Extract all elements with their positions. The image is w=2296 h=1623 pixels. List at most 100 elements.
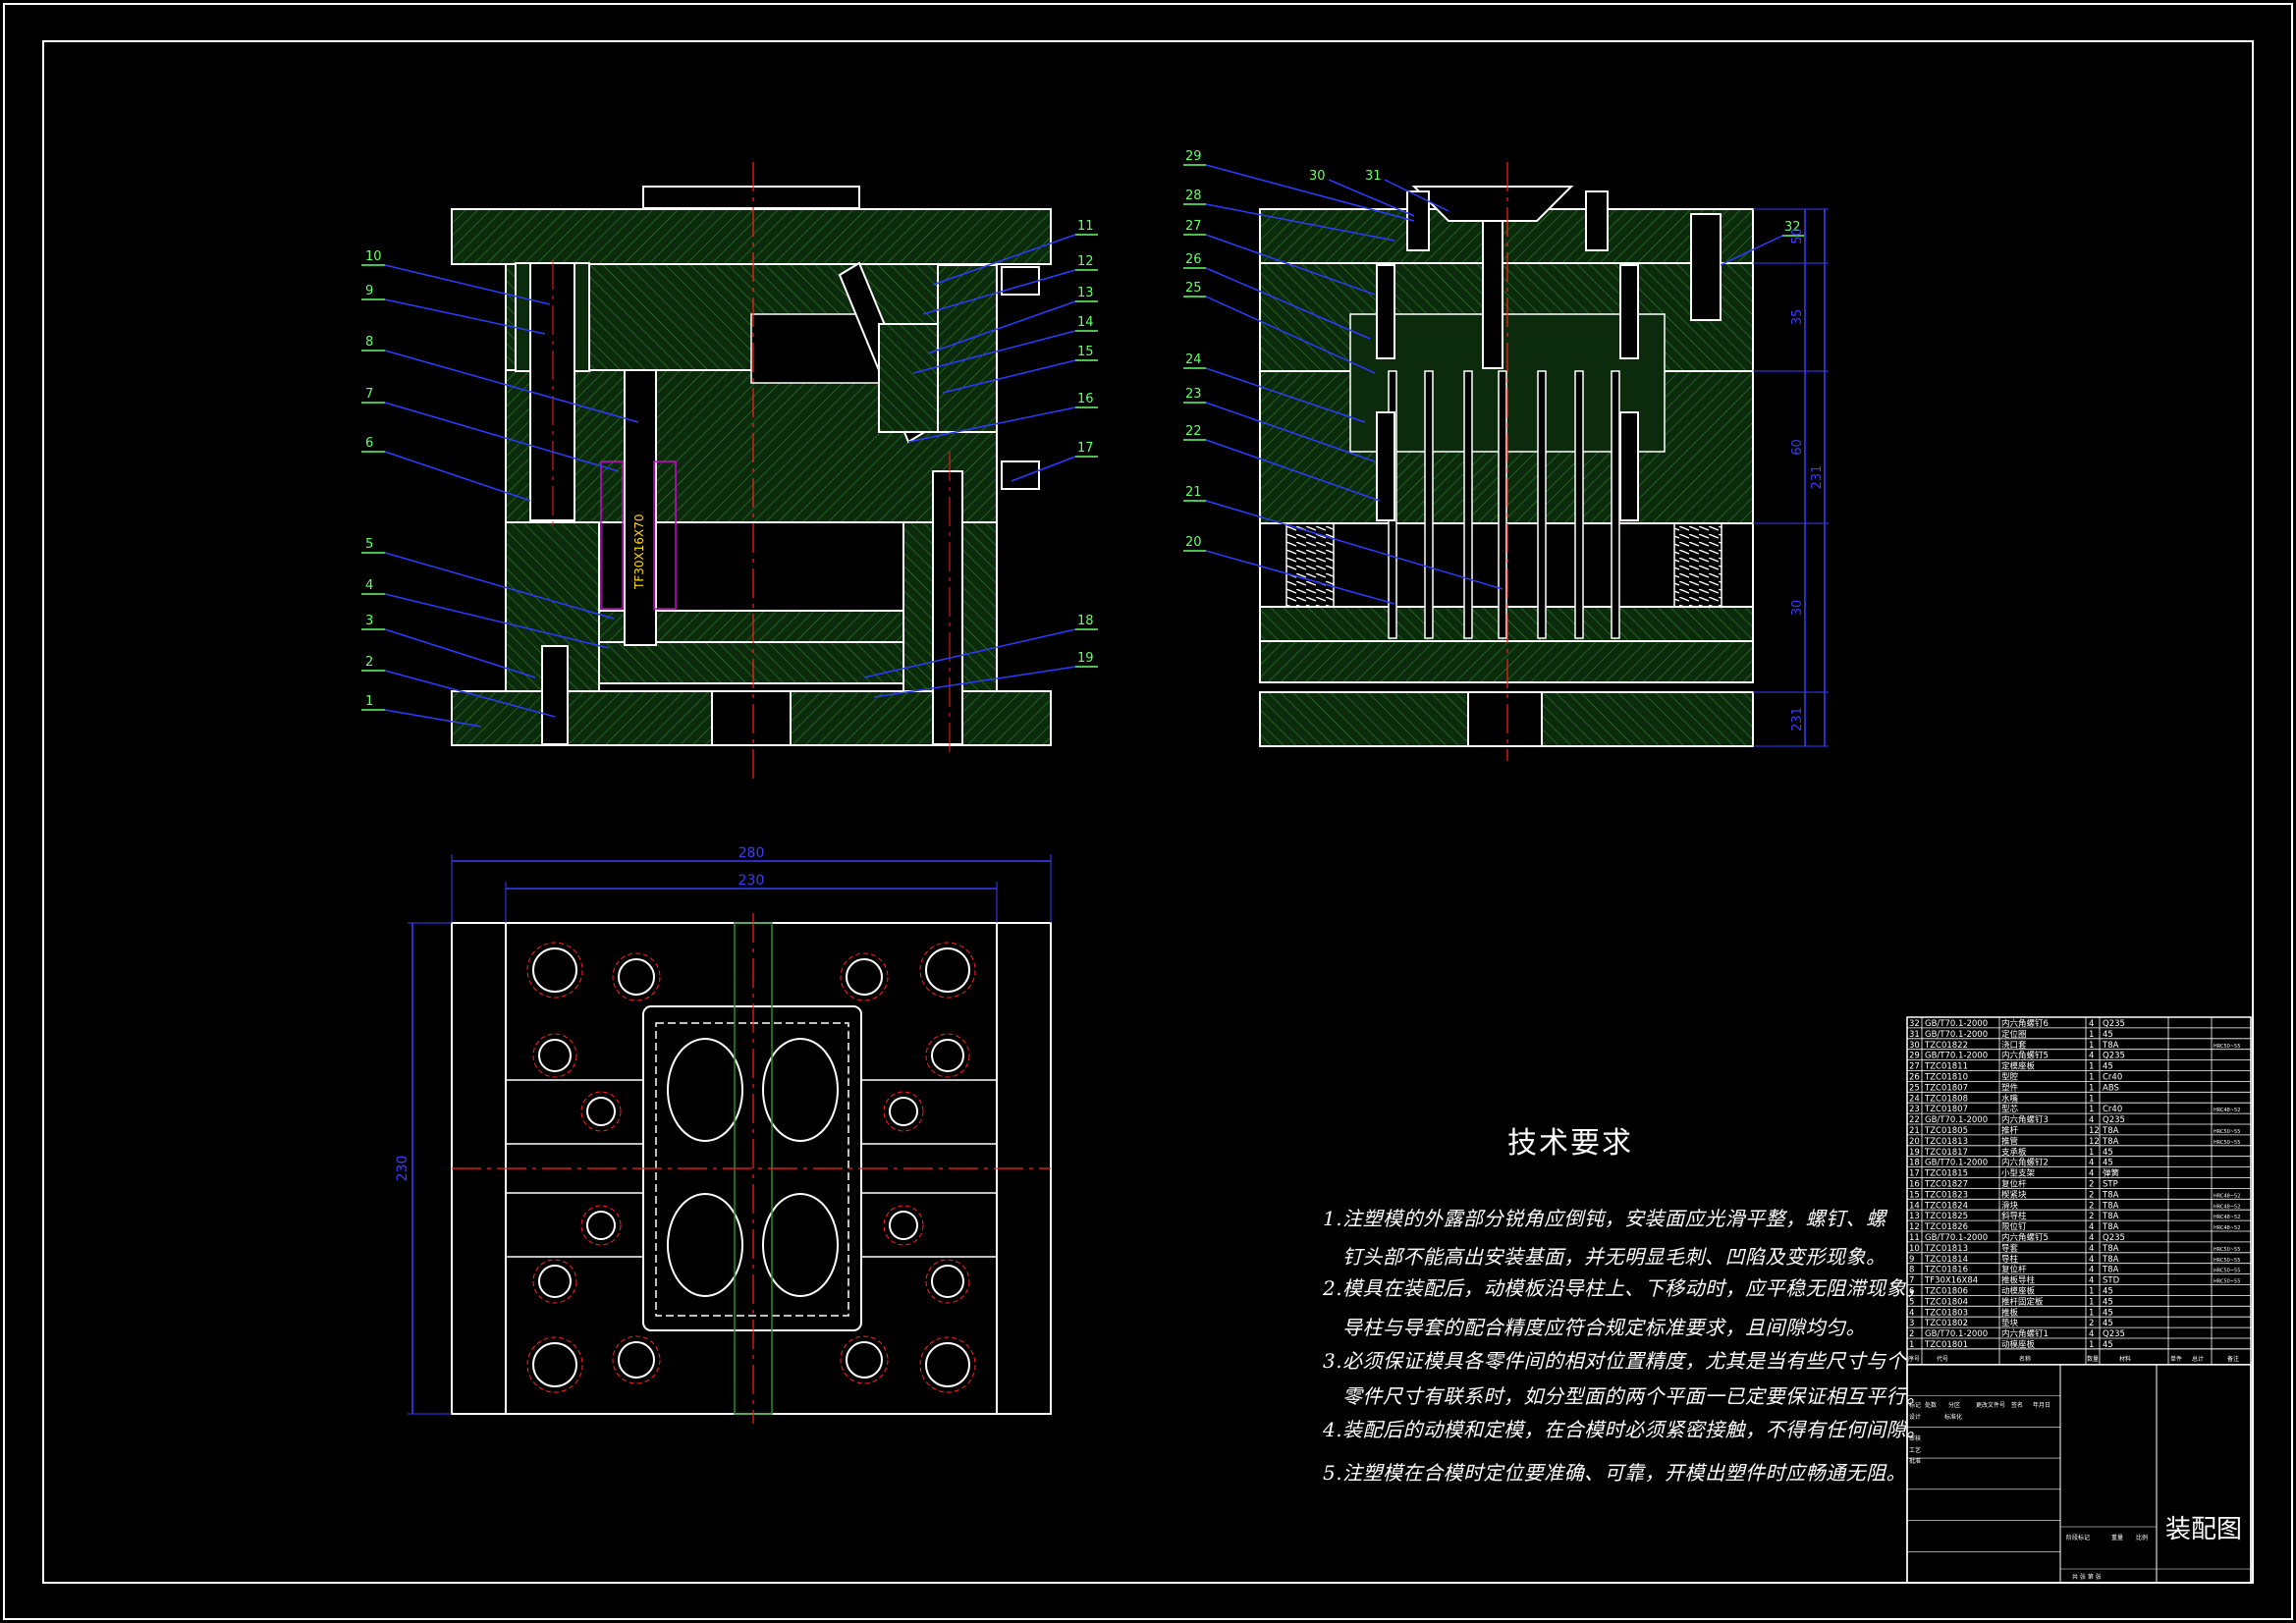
- leader-line: [1720, 235, 1783, 266]
- bom-cell: T8A: [2102, 1244, 2119, 1254]
- title-cell: 分区: [1948, 1401, 1960, 1409]
- bom-cell: 12: [2089, 1126, 2100, 1136]
- bom-cell: 4: [2089, 1222, 2094, 1232]
- top-clamp-plate: [451, 208, 1052, 265]
- plan-hole-center-ring: [919, 942, 976, 999]
- bom-cell: T8A: [2102, 1041, 2119, 1051]
- plan-hole-center-ring: [840, 952, 889, 1001]
- title-cell: 批准: [1909, 1457, 1921, 1465]
- dim-value: 231: [1790, 707, 1805, 731]
- part-label-7: 7: [365, 387, 373, 402]
- plan-dim-outer: 280: [738, 845, 765, 861]
- leader-line: [873, 666, 1076, 698]
- bom-cell: T8A: [2102, 1222, 2119, 1232]
- plan-hole: [846, 1341, 883, 1379]
- part-label-14: 14: [1077, 315, 1094, 330]
- side-screw-top-left: [1406, 190, 1430, 251]
- bom-cell: TZC01824: [1924, 1201, 1968, 1211]
- part-label-32: 32: [1784, 220, 1801, 235]
- bom-cell: 1: [2089, 1030, 2094, 1040]
- bom-cell: 10: [1909, 1244, 1920, 1254]
- leader-line: [863, 628, 1076, 678]
- plan-hole-center-ring: [919, 1336, 976, 1393]
- bom-cell: 复位杆: [2001, 1265, 2027, 1275]
- title-cell: 审核: [1909, 1434, 1921, 1442]
- side-screw-left-b: [1376, 411, 1395, 521]
- plan-hole-center-ring: [925, 1033, 970, 1078]
- plan-dim-inner: 230: [738, 873, 765, 889]
- leader-line: [922, 269, 1076, 315]
- bom-cell: T8A: [2102, 1126, 2119, 1136]
- bom-cell: HRC48~52: [2214, 1225, 2240, 1231]
- plan-part-4: [762, 1193, 839, 1297]
- bom-header-cell: 备注: [2227, 1355, 2239, 1363]
- plan-hole-center-ring: [840, 1335, 889, 1384]
- bom-cell: HRC50~55: [2214, 1140, 2240, 1146]
- bom-cell: 45: [2103, 1297, 2113, 1307]
- bom-cell: 45: [2103, 1159, 2113, 1168]
- bom-cell: TZC01815: [1924, 1169, 1968, 1179]
- leader-line: [384, 350, 639, 423]
- bom-cell: 45: [2103, 1030, 2113, 1040]
- side-ejector-plate: [1259, 640, 1754, 683]
- bom-cell: 复位杆: [2001, 1179, 2027, 1190]
- bom-cell: 23: [1909, 1105, 1920, 1114]
- bom-cell: 15: [1909, 1190, 1920, 1200]
- outer-border: [3, 3, 2293, 1620]
- bom-cell: HRC50~55: [2214, 1258, 2240, 1264]
- bom-cell: 1: [1909, 1340, 1914, 1350]
- title-cell: 工艺: [1909, 1446, 1921, 1454]
- bom-cell: TZC01826: [1924, 1222, 1968, 1232]
- plan-part-2: [762, 1038, 839, 1142]
- bom-cell: 45: [2103, 1340, 2113, 1350]
- pin-annotation: TF30X16X70: [632, 514, 646, 590]
- bom-cell: 1: [2089, 1287, 2094, 1297]
- plan-hole: [532, 947, 577, 993]
- bom-cell: 定模座板: [2001, 1061, 2036, 1072]
- part-label-31: 31: [1365, 169, 1382, 184]
- bom-cell: 4: [2089, 1115, 2094, 1125]
- part-label-5: 5: [365, 537, 373, 552]
- bom-cell: 垫块: [2001, 1318, 2019, 1328]
- ejector-pin: [1424, 370, 1434, 639]
- leader-line: [384, 552, 615, 620]
- bom-cell: 4: [2089, 1266, 2094, 1275]
- bom-cell: HRC48~52: [2214, 1204, 2240, 1210]
- bom-cell: STD: [2103, 1276, 2120, 1286]
- leader-line: [1384, 179, 1449, 212]
- plan-hole-center-ring: [532, 1259, 577, 1304]
- title-cell: 重量: [2111, 1534, 2123, 1542]
- bom-cell: ABS: [2103, 1083, 2119, 1093]
- ejector-guide-right: [653, 460, 677, 610]
- title-cell: 比例: [2136, 1534, 2148, 1542]
- tech-line: 5.注塑模在合模时定位要准确、可靠，开模出塑件时应畅通无阻。: [1323, 1461, 1907, 1485]
- title-cell: 更改文件号: [1976, 1401, 2005, 1409]
- bom-cell: GB/T70.1-2000: [1925, 1115, 1988, 1125]
- plan-hole-center-ring: [580, 1091, 622, 1132]
- bom-cell: 1: [2089, 1340, 2094, 1350]
- title-cell: 设计: [1909, 1413, 1921, 1421]
- drawing-title: 装配图: [2165, 1515, 2242, 1544]
- bom-cell: T8A: [2102, 1137, 2119, 1147]
- bom-cell: 4: [2089, 1255, 2094, 1265]
- bom-cell: 2: [2089, 1319, 2094, 1328]
- plan-hole-center-ring: [883, 1205, 924, 1246]
- leader-line: [384, 670, 556, 718]
- plan-hole: [846, 958, 883, 996]
- leader-line: [1205, 267, 1371, 340]
- bom-cell: 斜导柱: [2001, 1211, 2027, 1221]
- spring-right: [1673, 522, 1722, 608]
- bom-cell: Q235: [2103, 1052, 2125, 1061]
- screw-bottom-right: [932, 470, 963, 745]
- plan-part-1: [667, 1038, 743, 1142]
- bom-cell: 1: [2089, 1094, 2094, 1104]
- ejector-pin: [1463, 370, 1473, 639]
- bom-cell: GB/T70.1-2000: [1925, 1019, 1988, 1029]
- bom-cell: Cr40: [2103, 1073, 2122, 1083]
- side-screw-right-a: [1619, 264, 1639, 359]
- ejector-pin: [1537, 370, 1547, 639]
- plan-hole-center-ring: [526, 942, 583, 999]
- leader-line: [1205, 439, 1381, 502]
